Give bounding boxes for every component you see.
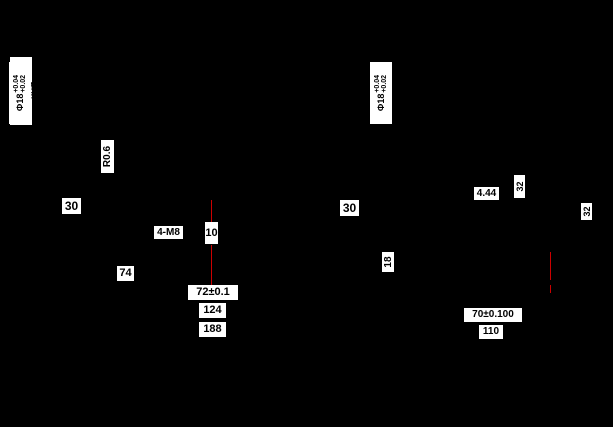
left-bore-tol-plus-upper: +0.04 bbox=[13, 74, 20, 93]
right-dim-110[interactable]: 110 bbox=[479, 325, 503, 339]
left-dim-124[interactable]: 124 bbox=[199, 303, 226, 318]
left-vertical-dimension-line-lower bbox=[211, 245, 212, 287]
left-bore-callout-group: Φ18 +0.04 +0.02 bbox=[9, 62, 31, 124]
right-dim-18[interactable]: 18 bbox=[382, 256, 394, 268]
right-dim-30[interactable]: 30 bbox=[340, 200, 359, 216]
left-dim-72-tolerance[interactable]: 72±0.1 bbox=[188, 285, 238, 300]
right-bore-tol-plus-upper: +0.04 bbox=[374, 74, 381, 93]
left-hole-callout[interactable]: 4-M8 bbox=[154, 226, 183, 239]
right-bore-tol-plus-lower: +0.02 bbox=[381, 74, 388, 93]
left-bore-tolerance-stack: +0.04 +0.02 bbox=[13, 75, 27, 93]
left-bore-tol-plus-lower: +0.02 bbox=[20, 74, 27, 93]
right-vertical-dimension-line bbox=[550, 252, 551, 280]
left-dim-30[interactable]: 30 bbox=[62, 198, 81, 214]
right-bore-callout-group: Φ18 +0.04 +0.02 bbox=[370, 62, 392, 124]
left-radius-callout[interactable]: R0.6 bbox=[101, 140, 114, 173]
right-dim-top-group: 32 bbox=[514, 175, 525, 198]
right-dim-side-group: 32 bbox=[581, 203, 592, 220]
right-bore-tolerance-stack: +0.04 +0.02 bbox=[374, 75, 388, 93]
right-dim-444[interactable]: 4.44 bbox=[474, 187, 499, 200]
right-bore-diameter-symbol: Φ18 bbox=[376, 93, 386, 112]
left-bore-tol-lower: +0.02 bbox=[52, 82, 59, 100]
left-radius-callout-text: R0.6 bbox=[102, 145, 113, 168]
left-bore-callout-text: Φ18 +0.04 +0.02 bbox=[9, 62, 31, 124]
right-dim-18-group: 18 bbox=[382, 252, 394, 272]
right-vertical-dimension-line-lower bbox=[550, 285, 551, 293]
right-bore-callout-text: Φ18 +0.04 +0.02 bbox=[370, 62, 392, 124]
right-dim-70-tolerance[interactable]: 70±0.100 bbox=[464, 308, 522, 322]
left-dim-74[interactable]: 74 bbox=[117, 266, 134, 281]
left-vertical-dimension-line bbox=[211, 200, 212, 222]
left-bore-diameter-symbol: Φ18 bbox=[15, 93, 25, 112]
right-dim-top-right[interactable]: 32 bbox=[514, 181, 525, 192]
left-dim-10[interactable]: 10 bbox=[205, 222, 218, 244]
right-dim-side-right[interactable]: 32 bbox=[581, 206, 592, 217]
left-dim-188[interactable]: 188 bbox=[199, 322, 226, 337]
